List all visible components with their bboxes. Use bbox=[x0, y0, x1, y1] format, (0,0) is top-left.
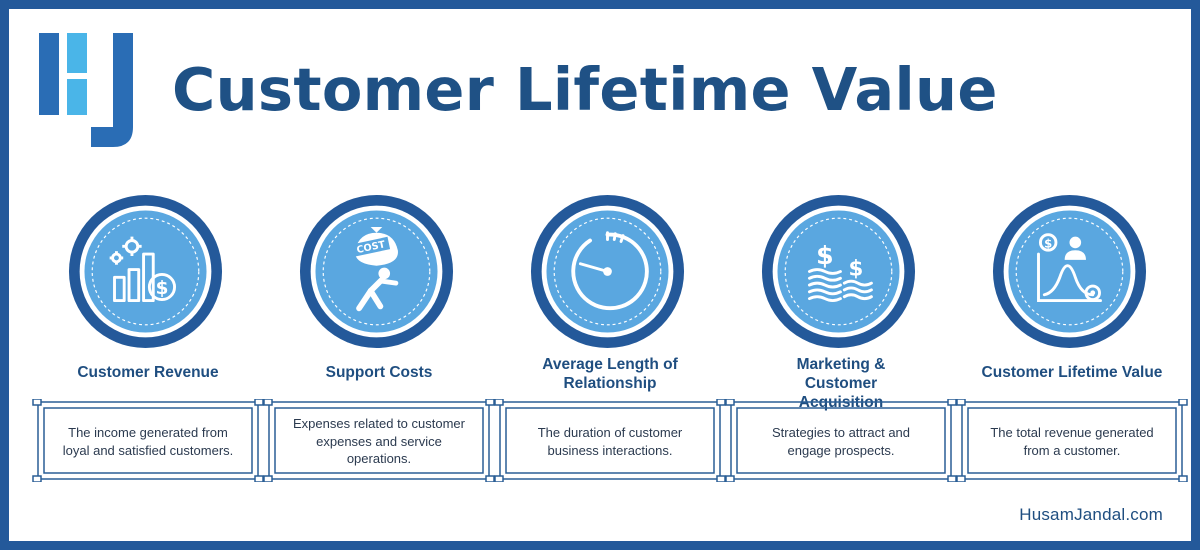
page-title: Customer Lifetime Value bbox=[172, 55, 998, 124]
card-label-text: Average Length of Relationship bbox=[542, 356, 678, 392]
card-description: The duration of customer business intera… bbox=[537, 425, 683, 458]
description-frame bbox=[263, 399, 495, 482]
description-frame bbox=[32, 399, 264, 482]
money-stacks-icon: $ $ bbox=[761, 194, 916, 349]
hj-logo bbox=[39, 33, 133, 147]
card-description: The total revenue generated from a custo… bbox=[990, 425, 1154, 458]
svg-text:$: $ bbox=[156, 278, 169, 299]
card-description: The income generated from loyal and sati… bbox=[62, 425, 234, 458]
card-marketing-acquisition: $ $ Marketing & Customer Acquisition St bbox=[725, 192, 957, 487]
revenue-chart-icon: $ bbox=[68, 194, 223, 349]
value-curve-icon: $ bbox=[992, 194, 1147, 349]
description-frame bbox=[494, 399, 726, 482]
cost-bag-icon: COST bbox=[299, 194, 454, 349]
card-label: Average Length of Relationship bbox=[494, 355, 726, 393]
brand-url: HusamJandal.com bbox=[1019, 505, 1163, 524]
card-customer-revenue: $ Customer Revenue The income generated … bbox=[32, 192, 264, 487]
svg-text:$: $ bbox=[816, 241, 834, 270]
svg-text:$: $ bbox=[1044, 236, 1052, 250]
card-label: Customer Lifetime Value bbox=[981, 364, 1163, 381]
card-label: Customer Revenue bbox=[77, 364, 219, 381]
card-average-length: Average Length of Relationship The durat… bbox=[494, 192, 726, 487]
card-label: Support Costs bbox=[325, 364, 433, 381]
svg-text:$: $ bbox=[849, 256, 864, 281]
card-description: Strategies to attract and engage prospec… bbox=[771, 425, 911, 458]
description-frame bbox=[956, 399, 1188, 482]
card-customer-lifetime-value: $ Customer Lifetime Value The total reve… bbox=[956, 192, 1188, 487]
card-description: Expenses related to customer expenses an… bbox=[293, 416, 465, 467]
timer-gauge-icon bbox=[530, 194, 685, 349]
description-frame bbox=[725, 399, 957, 482]
card-support-costs: COST Support Costs Expenses related to c… bbox=[263, 192, 495, 487]
